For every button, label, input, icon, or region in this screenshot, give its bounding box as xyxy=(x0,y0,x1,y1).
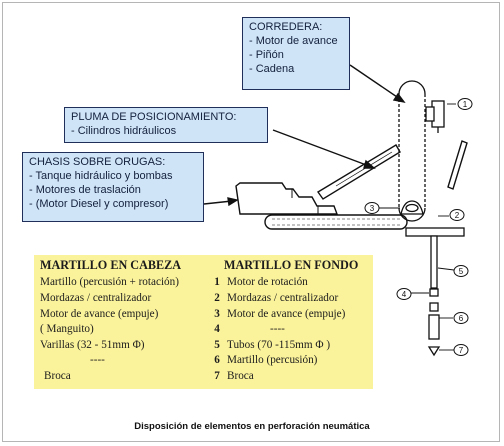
legend-row: ( Manguito) 4 ---- xyxy=(34,321,373,337)
figure-caption: Disposición de elementos en perforación … xyxy=(134,421,370,432)
legend-row-left: ---- xyxy=(90,354,105,366)
legend-row-left: ( Manguito) xyxy=(40,323,94,335)
figure-frame xyxy=(2,2,500,442)
callout-pluma-item: - Cilindros hidráulicos xyxy=(71,125,177,137)
legend-row-number: 2 xyxy=(214,292,220,304)
legend-row-left: Motor de avance (empuje) xyxy=(40,308,159,320)
marker-3-label: 3 xyxy=(370,204,375,213)
marker-4-label: 4 xyxy=(402,290,407,299)
legend-row-number: 7 xyxy=(214,370,220,382)
marker-2-label: 2 xyxy=(455,211,460,220)
spare-rod xyxy=(447,140,468,190)
callout-pluma-title: PLUMA DE POSICIONAMIENTO: xyxy=(71,111,237,123)
legend-row-number: 6 xyxy=(214,354,220,366)
legend-row-right: Broca xyxy=(227,370,254,382)
marker-4 xyxy=(396,288,412,300)
legend-row-left: Varillas (32 - 51mm Φ) xyxy=(40,339,145,351)
legend-row-number: 3 xyxy=(214,308,220,320)
feed-motor xyxy=(400,200,424,215)
marker-1 xyxy=(457,98,473,110)
legend-row: Broca 7 Broca xyxy=(34,368,373,384)
legend-box: MARTILLO EN CABEZA MARTILLO EN FONDO Mar… xyxy=(34,255,373,389)
legend-row-right: Tubos (70 -115mm Φ ) xyxy=(227,339,331,351)
callout-pluma: PLUMA DE POSICIONAMIENTO: - Cilindros hi… xyxy=(64,107,268,143)
legend-right-title: MARTILLO EN FONDO xyxy=(224,258,359,272)
marker-6 xyxy=(453,312,469,324)
callout-corredera-item: - Piñón xyxy=(249,49,284,61)
marker-6-label: 6 xyxy=(459,314,464,323)
marker-5-label: 5 xyxy=(459,267,464,276)
rotation-motor xyxy=(425,100,445,133)
marker-7-label: 7 xyxy=(459,346,464,355)
callout-chasis-item: - (Motor Diesel y compresor) xyxy=(29,198,169,210)
marker-2 xyxy=(449,209,465,221)
legend-row: Mordazas / centralizador 2 Mordazas / ce… xyxy=(34,290,373,306)
marker-1-label: 1 xyxy=(463,100,468,109)
callout-corredera: CORREDERA: - Motor de avance - Piñón - C… xyxy=(242,17,350,90)
callout-corredera-title: CORREDERA: xyxy=(249,21,323,33)
marker-7 xyxy=(453,344,469,356)
legend-left-title: MARTILLO EN CABEZA xyxy=(40,258,182,272)
legend-row: ---- 6 Martillo (percusión) xyxy=(34,352,373,368)
positioning-boom xyxy=(316,144,401,200)
legend-row-right: Martillo (percusión) xyxy=(227,354,318,366)
marker-3 xyxy=(364,202,380,214)
legend-row: Varillas (32 - 51mm Φ) 5 Tubos (70 -115m… xyxy=(34,337,373,353)
legend-row-right: Mordazas / centralizador xyxy=(227,292,339,304)
marker-5 xyxy=(453,265,469,277)
legend-row-right: Motor de avance (empuje) xyxy=(227,308,346,320)
legend-row-right: ---- xyxy=(270,323,285,335)
legend-row: Martillo (percusión + rotación) 1 Motor … xyxy=(34,274,373,290)
callout-chasis: CHASIS SOBRE ORUGAS: - Tanque hidráulico… xyxy=(22,152,204,222)
part-markers: 1 2 3 4 5 6 7 xyxy=(364,98,473,356)
crawler-track xyxy=(264,214,408,230)
legend-row-left: Martillo (percusión + rotación) xyxy=(40,276,179,288)
legend-row-number: 1 xyxy=(214,276,220,288)
legend-row-number: 4 xyxy=(214,323,220,335)
legend-row-number: 5 xyxy=(214,339,220,351)
callout-chasis-title: CHASIS SOBRE ORUGAS: xyxy=(29,156,166,168)
callout-chasis-item: - Motores de traslación xyxy=(29,184,141,196)
leader-arrows xyxy=(203,64,406,207)
drill-string xyxy=(405,227,465,357)
callout-corredera-item: - Cadena xyxy=(249,63,295,75)
legend-row-left: Mordazas / centralizador xyxy=(40,292,152,304)
feed-mast xyxy=(398,80,426,222)
legend-row: Motor de avance (empuje) 3 Motor de avan… xyxy=(34,306,373,322)
legend-row-left: Broca xyxy=(44,370,71,382)
legend-row-right: Motor de rotación xyxy=(227,276,308,288)
chassis-body xyxy=(235,182,339,215)
callout-chasis-item: - Tanque hidráulico y bombas xyxy=(29,170,173,182)
callout-corredera-item: - Motor de avance xyxy=(249,35,338,47)
